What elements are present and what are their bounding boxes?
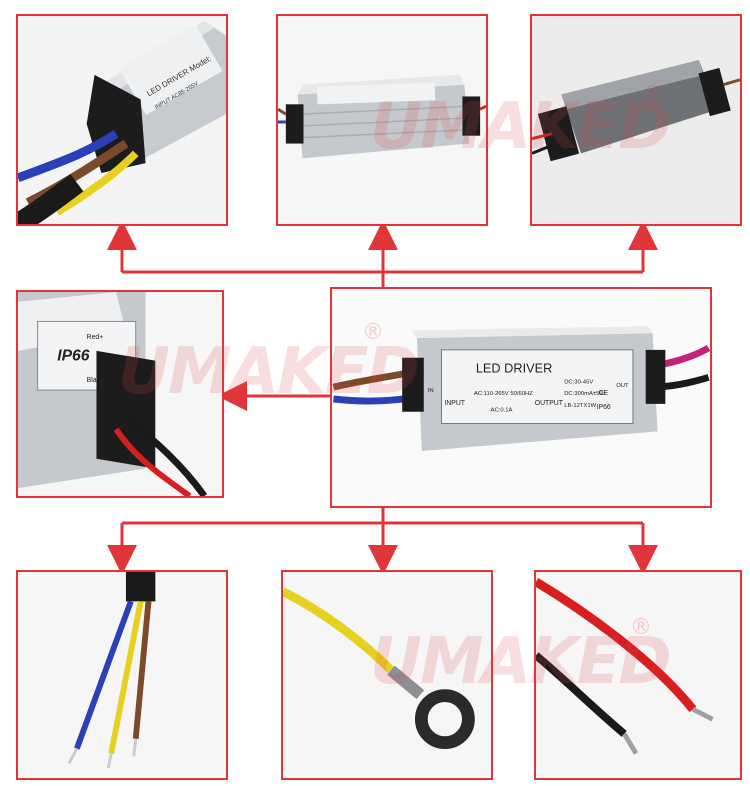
watermark-middle-mark: ® (362, 320, 384, 345)
photo-driver-top-view (276, 14, 488, 226)
photo-driver-main-svg: LED DRIVER INPUT AC:110-265V 50/60HZ AC:… (332, 289, 710, 506)
photo-driver-side-view (530, 14, 742, 226)
photo-driver-main: LED DRIVER INPUT AC:110-265V 50/60HZ AC:… (330, 287, 712, 508)
driver-output-volts: DC:30-45V (564, 379, 593, 385)
photo-input-end-svg: LED DRIVER Model: INPUT AC85-265V (18, 16, 226, 224)
photo-output-wires-svg (536, 572, 740, 778)
driver-in-side: IN (428, 388, 434, 394)
watermark-top-mark: ® (642, 82, 664, 107)
driver-out-side: OUT (616, 383, 629, 389)
photo-input-wire-ends (16, 570, 228, 780)
side-label-red: Red+ (87, 334, 104, 341)
photo-input-end-closeup: LED DRIVER Model: INPUT AC85-265V (16, 14, 228, 226)
driver-brand: LED DRIVER (476, 360, 553, 375)
photo-ring-terminal-svg (283, 572, 491, 778)
driver-input-label: INPUT (444, 400, 465, 407)
driver-input-current: AC:0.1A (491, 408, 513, 414)
photo-ring-terminal (281, 570, 493, 780)
photo-driver-top-svg (278, 16, 486, 224)
photo-driver-side-svg (532, 16, 740, 224)
photo-input-wires-svg (18, 572, 226, 778)
driver-input-spec: AC:110-265V 50/60HZ (474, 391, 533, 397)
driver-output-label: OUTPUT (535, 400, 564, 407)
side-label-black: Black- (87, 377, 106, 384)
driver-rating: IP66 (597, 404, 611, 411)
driver-output-current: DC:300mA±5% (564, 391, 605, 397)
photo-output-end-closeup: IP66 Red+ Black- (16, 290, 224, 498)
photo-output-wire-ends (534, 570, 742, 780)
side-label-rating: IP66 (57, 348, 90, 365)
driver-ce: CE (599, 390, 609, 397)
photo-output-end-svg: IP66 Red+ Black- (18, 292, 222, 496)
driver-output-model: LB-12TX1W (564, 403, 596, 409)
watermark-bottom-mark: ® (630, 615, 652, 640)
